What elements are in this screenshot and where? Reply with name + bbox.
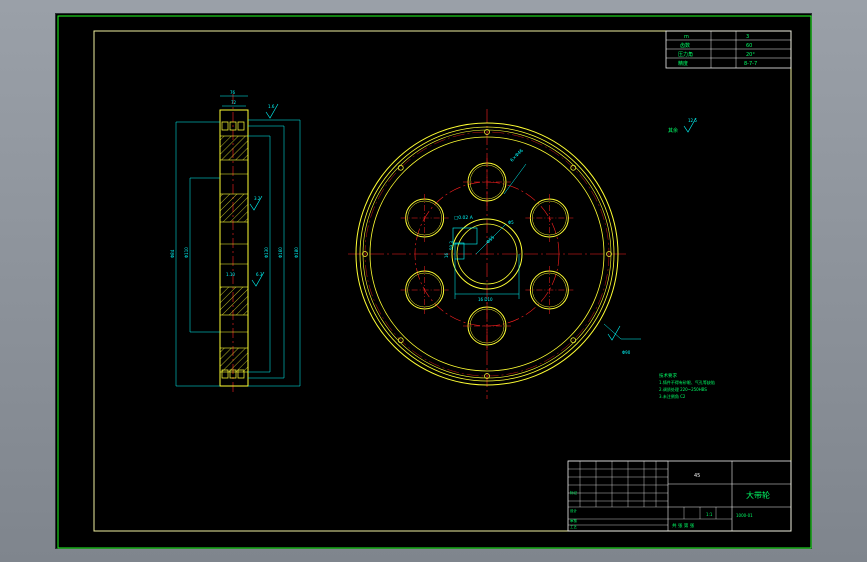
keyway-box <box>452 227 478 245</box>
title-block-grid <box>568 460 668 532</box>
tech-note-0: 技术要求 <box>659 372 677 379</box>
dim-top-width: 76 <box>230 90 236 95</box>
general-roughness: 其余 12.5 <box>668 117 697 134</box>
param-row-3-value: 8-7-7 <box>744 61 757 67</box>
web-circle <box>369 136 605 372</box>
hole-callout: 6×Φ46 <box>509 148 525 164</box>
param-row-0-name: m <box>684 34 689 40</box>
bolt-pitch-circle <box>364 131 610 377</box>
general-roughness-value: 12.5 <box>688 118 697 123</box>
title-block-row-3: 工艺 <box>570 524 578 529</box>
rim-bolt-hole <box>570 164 577 171</box>
keyway-callout: □0.02 A <box>454 215 474 221</box>
tech-note-2: 2.调质处理 220~250HBS <box>659 386 707 392</box>
title-block[interactable]: 45 大带轮 1:1 共 张 第 张 1000-01 标记 设计 审核 工艺 <box>567 460 792 532</box>
param-row-1-name: 齿数 <box>680 42 690 49</box>
roughness-symbol-1 <box>265 103 279 119</box>
param-table[interactable]: m 3 齿数 60 压力角 20° 精度 8-7-7 <box>665 30 792 69</box>
rim-bolt-hole <box>570 337 577 344</box>
dim-dia-left-1: Φ84 <box>170 249 175 258</box>
section-view[interactable]: 76 72 Φ84 Φ110 Φ130 Φ160 Φ180 1.10 1.6 3… <box>170 90 301 394</box>
front-view[interactable]: □0.02 A Φ55 16 59.3 16 D10 6×Φ46 Φ5 Φ90 <box>348 109 641 399</box>
lightening-hole <box>525 266 574 314</box>
dim-dia-left-2: Φ110 <box>184 247 189 258</box>
rim-inner-circle <box>362 129 612 379</box>
general-roughness-label: 其余 <box>668 127 678 134</box>
pulley-rim-section <box>219 109 249 387</box>
rim-bolt-hole <box>484 129 490 135</box>
outer-rim-circle-2 <box>359 126 615 382</box>
sheet-inner-border <box>93 30 792 532</box>
rim-bolt-hole <box>397 337 404 344</box>
roughness-2-value: 3.2 <box>254 196 261 201</box>
roughness-symbol-2 <box>249 195 263 211</box>
param-row-3-name: 精度 <box>678 60 688 67</box>
key-dim-bottom: 16 D10 <box>478 297 493 302</box>
key-width-label: 16 <box>444 252 449 258</box>
tech-note-3: 3.未注倒角 C2 <box>659 393 686 399</box>
title-block-row-2: 审核 <box>570 518 578 523</box>
key-depth-label: 59.3 <box>449 241 454 250</box>
hatch-lower <box>219 286 249 316</box>
title-block-scale: 1:1 <box>706 512 713 517</box>
hub-circle <box>451 218 523 290</box>
rim-bolt-holes <box>362 129 612 379</box>
keyway-rect <box>454 242 465 260</box>
title-block-row-0: 标记 <box>570 490 578 495</box>
dim-dia-right-2: Φ160 <box>278 247 283 258</box>
lightening-holes <box>400 158 574 350</box>
param-row-2-name: 压力角 <box>678 51 693 58</box>
hatch-upper <box>219 193 249 223</box>
param-row-2-value: 20° <box>746 52 755 58</box>
roughness-symbol-front <box>607 325 621 341</box>
sheet-outer-border <box>57 15 812 549</box>
hatch-bottom <box>219 347 249 373</box>
bore-dimension-lines <box>454 163 641 340</box>
hub-bore-circle <box>456 223 518 285</box>
dim-inner-width: 72 <box>231 100 237 105</box>
lightening-hole <box>400 194 449 242</box>
dim-dia-right-1: Φ130 <box>264 247 269 258</box>
outer-rim-circle <box>355 122 619 386</box>
roughness-1-value: 1.6 <box>268 104 275 109</box>
param-row-1-value: 60 <box>746 43 752 49</box>
rim-bolt-hole <box>397 164 404 171</box>
hole-pitch-circle <box>414 181 560 327</box>
title-block-sheet: 共 张 第 张 <box>672 522 695 529</box>
tech-notes[interactable]: 技术要求 1.铸件不得有砂眼、气孔等缺陷 2.调质处理 220~250HBS 3… <box>659 372 715 399</box>
dia-note: Φ5 <box>508 220 514 225</box>
dim-hub-width: 1.10 <box>226 272 235 277</box>
title-block-part-name: 大带轮 <box>746 490 770 500</box>
rim-bolt-hole <box>606 251 612 257</box>
lightening-hole <box>400 266 449 314</box>
drawing-viewport[interactable]: m 3 齿数 60 压力角 20° 精度 8-7-7 <box>55 13 812 549</box>
title-block-row-1: 设计 <box>570 508 578 513</box>
param-row-0-value: 3 <box>746 34 749 40</box>
section-dimension-lines <box>175 95 301 387</box>
title-block-drawing-no: 1000-01 <box>736 513 753 518</box>
groove-top <box>221 121 245 131</box>
lightening-hole <box>525 194 574 242</box>
tech-note-1: 1.铸件不得有砂眼、气孔等缺陷 <box>659 379 715 385</box>
lightening-hole <box>463 158 511 206</box>
lightening-hole <box>463 302 511 350</box>
dim-dia-right-3: Φ180 <box>294 247 299 258</box>
roughness-3-value: 6.3 <box>256 272 263 277</box>
rim-bolt-hole <box>362 251 368 257</box>
drawing-canvas[interactable]: m 3 齿数 60 压力角 20° 精度 8-7-7 <box>56 14 813 550</box>
pitch-note: Φ90 <box>622 350 631 355</box>
hatch-top <box>219 135 249 161</box>
section-web-lines <box>220 173 248 333</box>
bore-dia-label: Φ55 <box>485 235 496 246</box>
roughness-symbol-3 <box>251 271 265 287</box>
title-block-material: 45 <box>694 473 700 479</box>
groove-bottom <box>221 369 245 379</box>
rim-bolt-hole <box>484 373 490 379</box>
